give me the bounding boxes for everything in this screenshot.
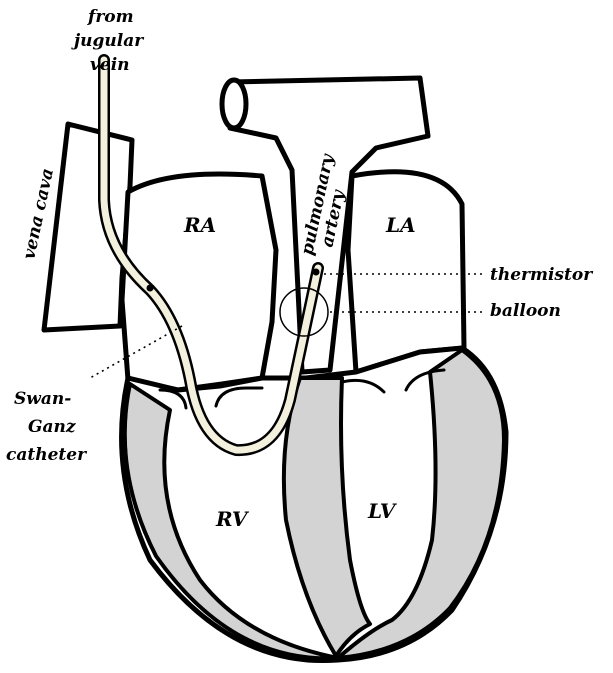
label-from-jugular-vein-line3: vein bbox=[90, 55, 130, 75]
label-rv: RV bbox=[215, 507, 250, 531]
pulmonary-artery-opening bbox=[222, 80, 246, 128]
catheter-marker bbox=[147, 285, 154, 292]
label-from-jugular-vein-line1: from bbox=[87, 7, 134, 27]
left-atrium-shape bbox=[348, 172, 464, 372]
label-from-jugular-vein: from jugular vein bbox=[71, 7, 149, 75]
label-balloon: balloon bbox=[490, 301, 561, 321]
label-swan-ganz-catheter: Swan- Ganz catheter bbox=[6, 389, 87, 465]
vena-cava-shape bbox=[44, 124, 132, 330]
label-ra: RA bbox=[183, 213, 216, 237]
label-from-jugular-vein-line2: jugular bbox=[71, 31, 144, 51]
thermistor-tip bbox=[313, 269, 320, 276]
label-swan-ganz-line3: catheter bbox=[6, 445, 87, 465]
label-swan-ganz-line1: Swan- bbox=[14, 389, 71, 409]
label-lv: LV bbox=[367, 499, 398, 523]
label-thermistor: thermistor bbox=[490, 265, 593, 285]
label-swan-ganz-line2: Ganz bbox=[28, 417, 76, 437]
label-la: LA bbox=[385, 213, 416, 237]
